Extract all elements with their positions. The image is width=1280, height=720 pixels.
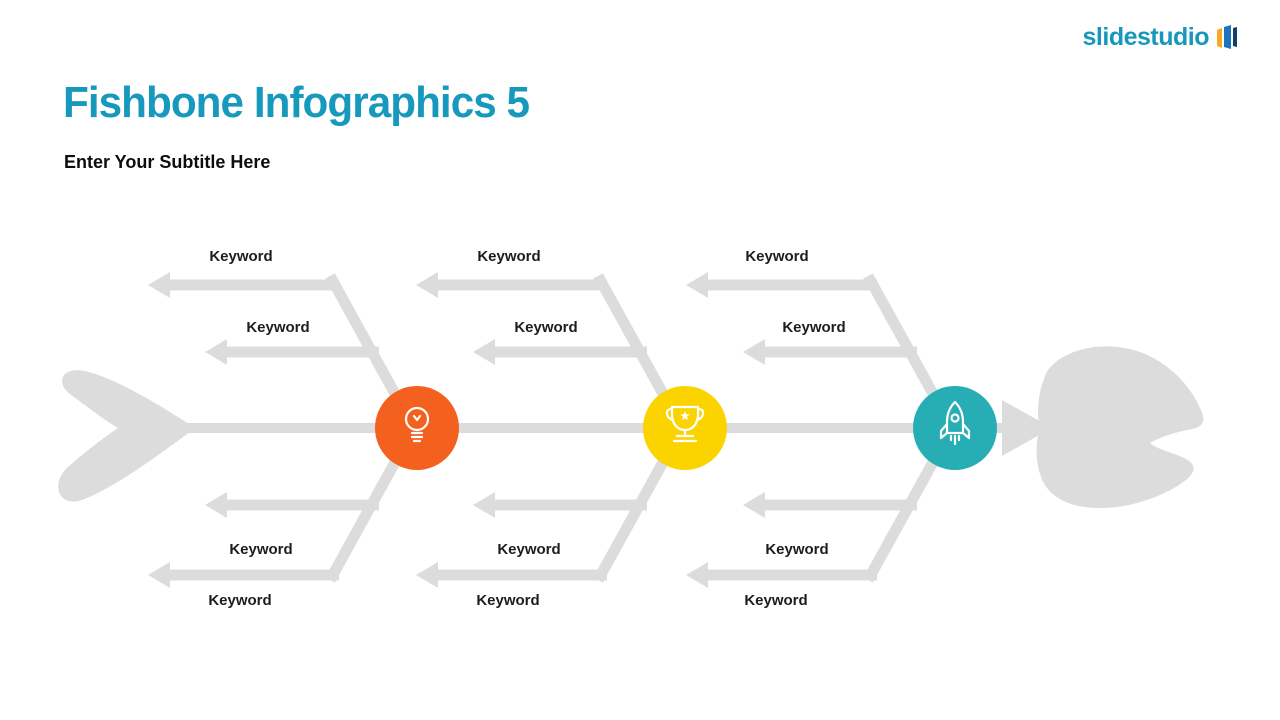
brand-logo-icon <box>1217 25 1237 49</box>
lightbulb-icon <box>404 406 430 443</box>
keyword-label: Keyword <box>782 319 846 336</box>
arrowhead-icon <box>686 562 708 588</box>
keyword-label: Keyword <box>514 319 578 336</box>
arrowhead-icon <box>473 339 495 365</box>
keyword-label: Keyword <box>208 592 272 609</box>
keyword-label: Keyword <box>497 541 561 558</box>
arrowhead-icon <box>743 492 765 518</box>
arrowhead-icon <box>416 562 438 588</box>
brand-logo: slidestudio <box>1083 22 1238 52</box>
fish-spine <box>150 423 1002 433</box>
spine-arrowhead <box>1002 400 1052 456</box>
keyword-label: Keyword <box>246 319 310 336</box>
page-title: Fishbone Infographics 5 <box>63 78 530 127</box>
arrowhead-icon <box>473 492 495 518</box>
arrowhead-icon <box>416 272 438 298</box>
arrowhead-icon <box>743 339 765 365</box>
arrowhead-icon <box>148 272 170 298</box>
arrowhead-icon <box>686 272 708 298</box>
keyword-label: Keyword <box>744 592 808 609</box>
node-circle-2 <box>643 386 727 470</box>
page-subtitle: Enter Your Subtitle Here <box>64 152 271 172</box>
node-circle-3 <box>913 386 997 470</box>
trophy-icon <box>665 405 705 443</box>
arrowhead-icon <box>205 492 227 518</box>
keyword-label: Keyword <box>765 541 829 558</box>
fish-tail-shape <box>58 370 196 502</box>
arrowhead-icon <box>148 562 170 588</box>
keyword-label: Keyword <box>476 592 540 609</box>
keyword-label: Keyword <box>229 541 293 558</box>
fish-head-shape <box>1036 346 1204 509</box>
keyword-label: Keyword <box>209 248 273 265</box>
node-circle-1 <box>375 386 459 470</box>
rocket-icon <box>939 400 971 446</box>
branch-group-2 <box>416 272 688 588</box>
keyword-label: Keyword <box>477 248 541 265</box>
keyword-label: Keyword <box>745 248 809 265</box>
arrowhead-icon <box>205 339 227 365</box>
brand-name: slidestudio <box>1082 22 1210 51</box>
